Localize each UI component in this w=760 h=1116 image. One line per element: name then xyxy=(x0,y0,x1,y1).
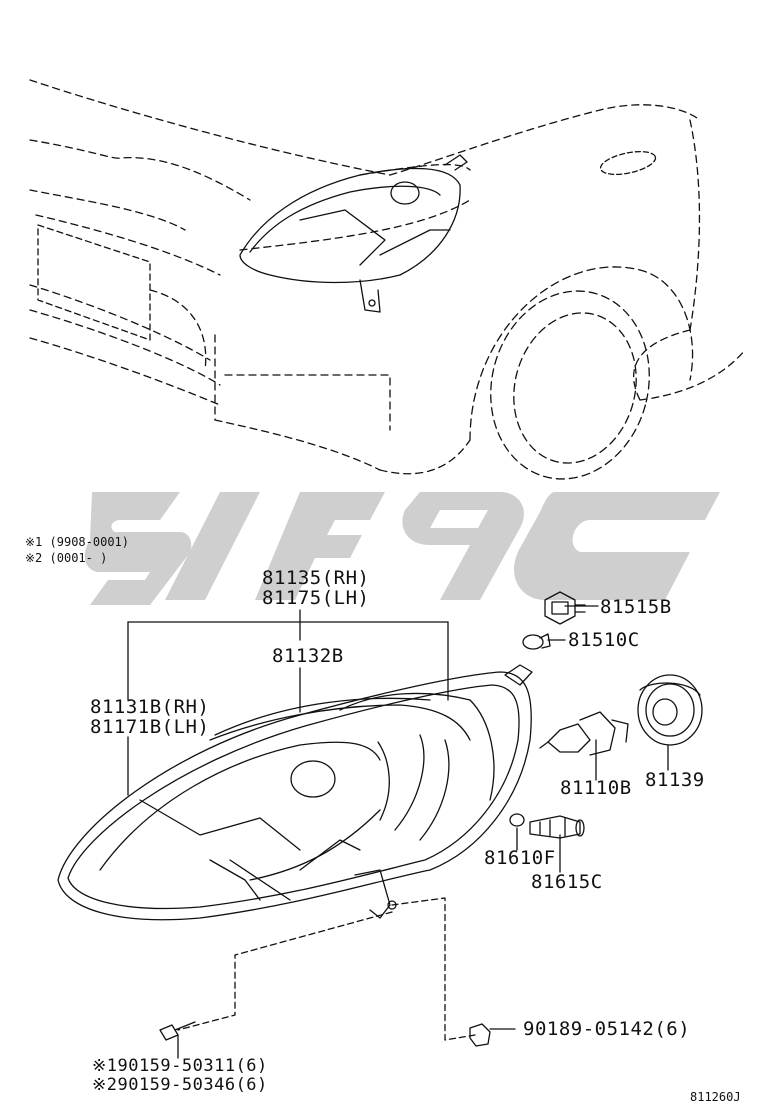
socket-81615C-icon xyxy=(529,815,585,839)
part-label-81510C[interactable]: 81510C xyxy=(568,629,640,651)
note-1-range: (9908-0001) xyxy=(49,535,129,549)
part-label-81515B[interactable]: 81515B xyxy=(600,596,672,618)
note-2-marker: ※2 xyxy=(25,551,43,565)
bulb-81610F-icon xyxy=(509,813,525,827)
screw-90159-icon xyxy=(159,1021,196,1041)
part-label-81132B[interactable]: 81132B xyxy=(272,645,344,667)
diagram-id: 811260J xyxy=(690,1090,741,1104)
socket-81515B-icon xyxy=(544,591,586,625)
wheel xyxy=(469,266,694,480)
fastener-lines xyxy=(177,897,476,1041)
note-1-marker: ※1 xyxy=(25,535,43,549)
part-label-81135[interactable]: 81135(RH) xyxy=(262,567,370,589)
bulb-81110B-icon xyxy=(539,711,629,756)
watermark-logo xyxy=(84,492,720,605)
side-marker-icon xyxy=(599,150,657,176)
callout-lines xyxy=(127,605,669,1059)
note-1: ※1 (9908-0001) xyxy=(25,535,129,549)
note-2-range: (0001- ) xyxy=(49,551,108,565)
headlamp-assembly xyxy=(57,664,533,921)
part-label-81139[interactable]: 81139 xyxy=(645,769,705,791)
clip-90189-icon xyxy=(469,1023,491,1047)
part-label-81171B[interactable]: 81171B(LH) xyxy=(90,716,210,738)
cap-81139-icon xyxy=(637,674,703,746)
bulb-81510C-icon xyxy=(522,633,551,650)
part-label-81110B[interactable]: 81110B xyxy=(560,777,632,799)
note-2: ※2 (0001- ) xyxy=(25,551,107,565)
vehicle-front-illustration xyxy=(29,79,746,475)
part-label-90159-b[interactable]: ※290159-50346(6) xyxy=(92,1075,268,1095)
part-label-90189[interactable]: 90189-05142(6) xyxy=(523,1018,691,1040)
part-label-81131B[interactable]: 81131B(RH) xyxy=(90,696,210,718)
part-label-81615C[interactable]: 81615C xyxy=(531,871,603,893)
vehicle-headlamp-icon xyxy=(239,154,468,313)
part-label-81175[interactable]: 81175(LH) xyxy=(262,587,370,609)
part-label-90159-a[interactable]: ※190159-50311(6) xyxy=(92,1056,268,1076)
part-label-81610F[interactable]: 81610F xyxy=(484,847,556,869)
license-plate-area xyxy=(37,224,151,341)
